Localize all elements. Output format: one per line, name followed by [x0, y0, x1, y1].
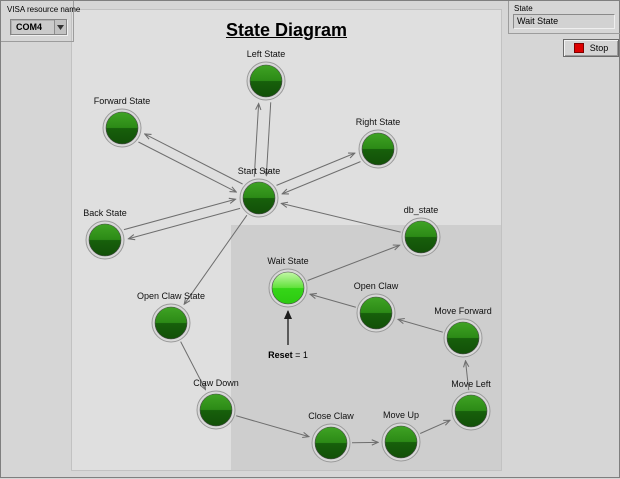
diagram-panel: State Diagram: [71, 9, 502, 471]
chevron-down-icon[interactable]: [54, 20, 66, 34]
visa-resource-value: COM4: [16, 22, 42, 32]
stop-button-label: Stop: [590, 43, 609, 53]
state-indicator-group: State Wait State: [508, 1, 620, 34]
state-value-box: Wait State: [513, 14, 615, 29]
state-label: State: [509, 1, 620, 13]
visa-resource-group: VISA resource name COM4: [1, 1, 74, 42]
visa-resource-label: VISA resource name: [1, 1, 73, 14]
page-title: State Diagram: [72, 20, 501, 41]
stop-button[interactable]: Stop: [563, 39, 619, 57]
visa-resource-dropdown[interactable]: COM4: [10, 19, 67, 35]
diagram-panel-shaded-region: [231, 225, 501, 470]
state-value: Wait State: [517, 16, 558, 26]
stop-icon: [574, 43, 584, 53]
